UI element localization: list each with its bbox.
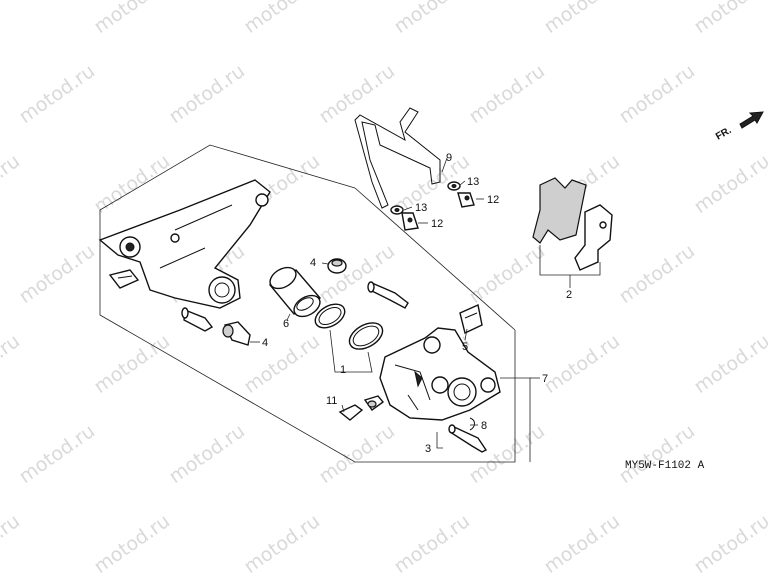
callout-8: 8 xyxy=(481,420,487,432)
callout-12-upper: 12 xyxy=(487,194,499,206)
front-direction-arrow-icon xyxy=(739,111,764,129)
assembly-boundary xyxy=(99,144,516,463)
callout-7: 7 xyxy=(542,373,548,385)
pad-retainer-clip xyxy=(108,269,140,289)
callout-9: 9 xyxy=(446,152,452,164)
caliper-body xyxy=(379,327,501,421)
pin-boot-upper xyxy=(327,258,347,274)
piston xyxy=(268,266,322,318)
caliper-pin xyxy=(367,281,409,309)
callout-13-upper: 13 xyxy=(467,176,479,188)
callout-13-lower: 13 xyxy=(415,202,427,214)
piston-seals xyxy=(314,303,384,350)
callout-4-lower: 4 xyxy=(262,337,268,349)
callout-11: 11 xyxy=(326,395,337,407)
pad-pin xyxy=(448,417,488,453)
bolt-upper xyxy=(447,181,475,208)
pin-boot-lower xyxy=(222,321,251,346)
caliper-bracket xyxy=(98,179,271,309)
leader-lines xyxy=(250,157,601,462)
callout-3: 3 xyxy=(425,443,431,455)
bleeder-valve xyxy=(338,395,385,421)
callout-6: 6 xyxy=(283,318,289,330)
pad-spring-clip xyxy=(459,304,483,334)
callout-12-lower: 12 xyxy=(431,218,443,230)
bolt-lower xyxy=(390,205,419,231)
callout-2: 2 xyxy=(566,289,572,301)
callout-1: 1 xyxy=(340,364,346,376)
diagram-code: MY5W-F1102 A xyxy=(625,460,705,472)
brake-pads xyxy=(532,177,613,271)
retainer-wire xyxy=(354,107,441,209)
callout-4-upper: 4 xyxy=(310,257,316,269)
slide-pin xyxy=(181,307,214,332)
front-marker-label: FR. xyxy=(714,125,734,143)
callout-5: 5 xyxy=(462,341,468,353)
